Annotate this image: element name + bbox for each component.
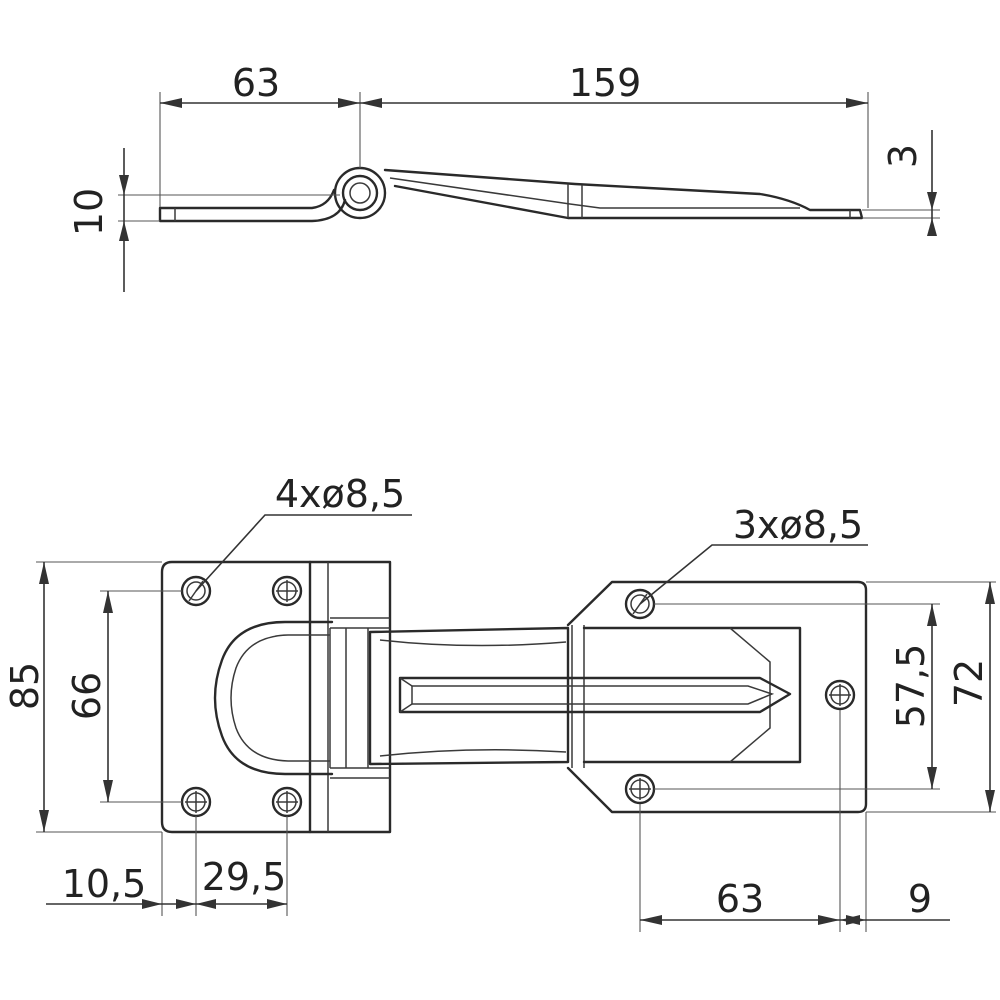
top-view [160,560,868,834]
hinge-hole [271,575,303,607]
groove-edge [399,703,413,713]
groove-inner [411,685,775,705]
dim-label-hasp-height: 72 [947,659,991,707]
hasp-hole [824,679,856,711]
hasp-arm [368,626,570,766]
dim-label-hasp-length: 63 [716,877,764,921]
leader-hinge-holes [195,514,412,592]
base-plate [160,560,392,834]
hinge-hole [180,786,212,818]
arrow [360,98,382,108]
groove [398,676,792,714]
dim-label-plate-height: 85 [3,662,47,710]
arrow [119,221,129,241]
hasp-arm-curve [379,639,567,757]
side-hasp-inner-line [389,177,800,209]
side-hinge-pin [349,182,371,204]
side-hasp-arm [383,168,864,220]
dim-label-hasp-hole-spacing: 57,5 [889,644,933,729]
arrow [142,899,162,909]
hasp-tongue-chamfer [729,627,771,763]
dim-label-side-left: 63 [232,61,280,105]
hasp-plate [566,580,868,814]
d-shape-inner [230,634,330,762]
side-left-leaf [158,188,347,223]
hinge-hole [271,786,303,818]
side-view [158,166,864,223]
arrow [927,218,937,236]
arrow [39,810,49,832]
leader-hasp-holes [639,544,868,605]
side-hinge-mid [341,174,379,212]
arrow [103,780,113,802]
arrow [846,98,868,108]
arrow [160,98,182,108]
groove-edge [399,677,413,687]
dim-label-hole-spacing-vertical: 66 [65,672,109,720]
dim-label-side-thickness: 3 [881,144,925,168]
side-view-dimensions: 63 159 10 3 [67,61,940,292]
arrow [119,175,129,195]
hasp-hole [624,773,656,805]
arrow [267,899,287,909]
arrow [196,899,216,909]
dim-label-hasp-holes: 3xø8,5 [733,503,863,547]
arrow [640,915,662,925]
arrow [927,604,937,626]
arrow [338,98,360,108]
arrow [985,790,995,812]
arrow [818,915,840,925]
dim-label-hinge-holes: 4xø8,5 [275,472,405,516]
arrow [985,582,995,604]
dim-label-hasp-edge-offset: 9 [908,877,932,921]
arrow [927,767,937,789]
arrow [39,562,49,584]
dim-label-hole-spacing-horizontal: 29,5 [202,855,287,899]
arrow [846,915,866,925]
hasp-tongue [582,626,802,764]
dim-label-side-right: 159 [569,61,642,105]
dim-label-side-height: 10 [67,188,111,236]
arrow [103,591,113,613]
arrow [927,192,937,210]
top-view-dimensions: 4xø8,5 3xø8,5 85 66 72 57,5 [3,472,996,932]
dim-label-edge-offset: 10,5 [62,862,147,906]
d-shape [213,620,334,776]
